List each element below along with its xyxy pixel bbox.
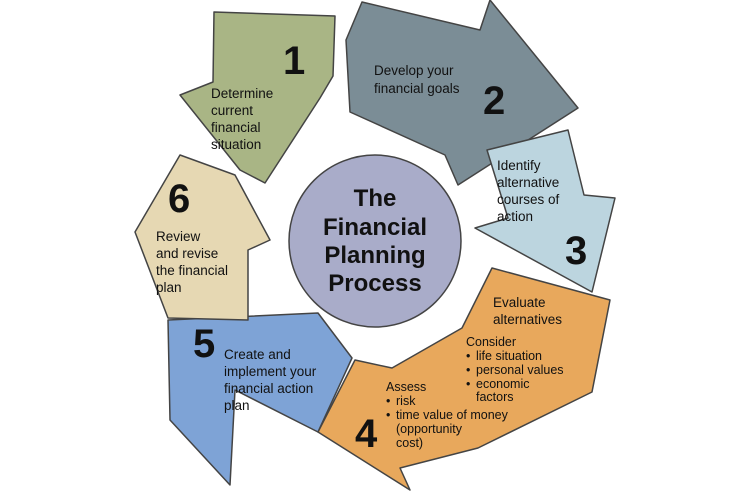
step-1-line-3: financial — [211, 120, 261, 135]
step-4-consider-bullet-1: • — [466, 349, 470, 363]
step-4-consider-item-1: life situation — [476, 349, 542, 363]
step-4-title-line-2: alternatives — [493, 312, 562, 327]
step-3-line-2: alternative — [497, 175, 559, 190]
step-2-line-1: Develop your — [374, 63, 454, 78]
step-4-assess-label: Assess — [386, 380, 426, 394]
step-4-assess-item-1: risk — [396, 394, 416, 408]
step-2-line-2: financial goals — [374, 81, 460, 96]
step-4-consider-bullet-3: • — [466, 377, 470, 391]
step-3-line-3: courses of — [497, 192, 560, 207]
step-6-number: 6 — [168, 177, 190, 221]
step-3-line-1: Identify — [497, 158, 541, 173]
step-4-title-line-1: Evaluate — [493, 295, 546, 310]
step-3-number: 3 — [565, 229, 587, 273]
step-4-assess-bullet-1: • — [386, 394, 390, 408]
step-5-arrow — [167, 312, 353, 486]
step-1-line-1: Determine — [211, 86, 273, 101]
step-6-line-3: the financial — [156, 263, 228, 278]
center-title-line-4: Process — [328, 270, 421, 297]
step-1-line-2: current — [211, 103, 253, 118]
step-6-arrow — [134, 154, 271, 321]
step-1-arrow — [179, 11, 336, 184]
step-4-consider-item-4: factors — [476, 390, 514, 404]
step-5-number: 5 — [193, 322, 215, 366]
step-4-consider-label: Consider — [466, 335, 516, 349]
step-4-arrow — [317, 267, 611, 491]
center-circle — [288, 154, 462, 328]
step-4-assess-item-3: (opportunity — [396, 422, 463, 436]
step-5-line-1: Create and — [224, 347, 291, 362]
center-title-line-3: Planning — [324, 242, 425, 269]
step-6-line-2: and revise — [156, 246, 218, 261]
step-4-consider-bullet-2: • — [466, 363, 470, 377]
step-4-assess-bullet-2: • — [386, 408, 390, 422]
center-title-line-1: The — [354, 185, 397, 212]
step-6-line-4: plan — [156, 280, 182, 295]
step-4-number: 4 — [355, 412, 378, 456]
center-title-line-2: Financial — [323, 214, 427, 241]
step-4-assess-item-4: cost) — [396, 436, 423, 450]
step-5-line-4: plan — [224, 398, 250, 413]
step-1-number: 1 — [283, 39, 305, 83]
step-5-line-2: implement your — [224, 364, 317, 379]
step-2-arrow — [345, 0, 579, 186]
step-2-number: 2 — [483, 79, 505, 123]
step-4-consider-item-2: personal values — [476, 363, 564, 377]
step-5-line-3: financial action — [224, 381, 313, 396]
step-4-consider-item-3: economic — [476, 377, 530, 391]
step-3-arrow — [474, 129, 616, 293]
step-3-line-4: action — [497, 209, 533, 224]
step-1-line-4: situation — [211, 137, 261, 152]
step-6-line-1: Review — [156, 229, 201, 244]
step-4-assess-item-2: time value of money — [396, 408, 509, 422]
